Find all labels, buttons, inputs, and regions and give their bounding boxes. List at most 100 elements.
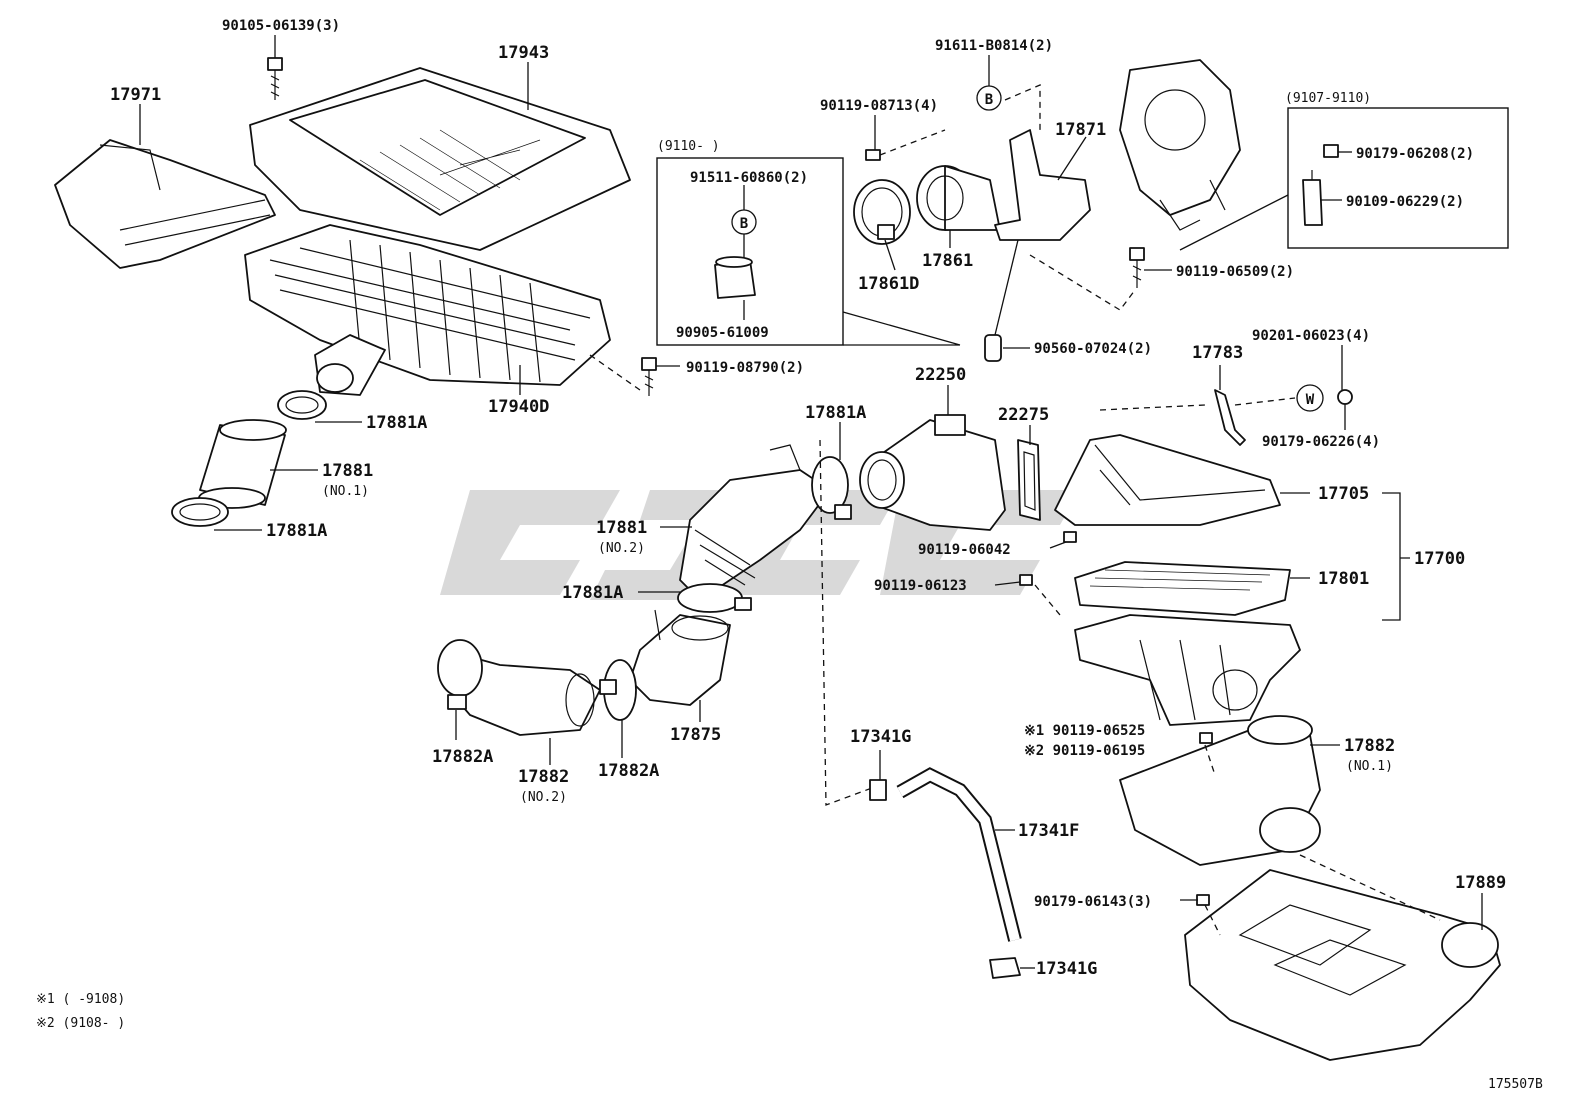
label-90109-06229: 90109-06229(2) [1346,194,1464,210]
label-90560-07024: 90560-07024(2) [1034,341,1152,357]
label-22275: 22275 [998,405,1049,425]
label-9110-range: (9110- ) [657,139,720,154]
clamp-17882a-right [599,659,637,721]
label-17881a-3: 17881A [805,403,866,423]
label-91511-60860: 91511-60860(2) [690,170,808,186]
label-17700: 17700 [1414,549,1465,569]
label-17341g-1: 17341G [850,727,911,747]
bolt-90119-06525 [1199,732,1213,744]
clip-17341g-lower [989,957,1021,979]
air-duct-17971 [54,139,276,269]
label-17881-1: 17881 [322,461,373,481]
gasket-22275 [1017,439,1041,521]
callout-w-text: W [1306,392,1315,408]
intercooler-cover-17943 [249,67,631,251]
label-91611-b0814: 91611-B0814(2) [935,38,1053,54]
label-17882-2: 17882 [518,767,569,787]
label-17940d: 17940D [488,397,549,417]
label-90119-06042: 90119-06042 [918,542,1011,558]
label-90179-06143: 90179-06143(3) [1034,894,1152,910]
clamp-17881a-mid [677,583,752,613]
callout-circle-w: W [1296,384,1324,412]
inset-box-9107-9110 [1179,107,1509,251]
label-17881a-1: 17881A [366,413,427,433]
label-17881-no1: (NO.1) [322,484,369,499]
footnote-1: ※1 ( -9108) [36,992,125,1007]
throttle-body [1119,59,1241,231]
label-90119-06509: 90119-06509(2) [1176,264,1294,280]
label-17801: 17801 [1318,569,1369,589]
label-17882-1: 17882 [1344,736,1395,756]
label-17882-no2: (NO.2) [520,790,567,805]
callout-b-inset-text: B [740,216,748,232]
clamp-17882a-left [447,694,467,710]
label-17705: 17705 [1318,484,1369,504]
label-17861: 17861 [922,251,973,271]
nut-90179-06226 [1337,389,1353,405]
air-cleaner-case [1074,614,1301,726]
bolt-90119-06123 [1019,574,1033,586]
label-17889: 17889 [1455,873,1506,893]
label-17341g-2: 17341G [1036,959,1097,979]
diagram-id: 175507B [1488,1077,1543,1092]
label-90119-06525: ※1 90119-06525 [1024,723,1145,739]
hose-17341f [896,767,1022,942]
label-90179-06226: 90179-06226(4) [1262,434,1380,450]
label-17871: 17871 [1055,120,1106,140]
leader-lines [139,35,1483,969]
resonator-17889 [1184,869,1501,1061]
hose-17881-no2 [679,444,831,601]
label-90119-06123: 90119-06123 [874,578,967,594]
label-17882a-1: 17882A [432,747,493,767]
footnotes: ※1 ( -9108) ※2 (9108- ) [36,992,125,1031]
label-17881-2: 17881 [596,518,647,538]
clip-17783 [1214,389,1246,446]
label-9107-9110: (9107-9110) [1285,91,1371,106]
label-90905-61009: 90905-61009 [676,325,769,341]
callout-circle-b-inset: B [731,209,757,235]
bolt-90119-06042 [1063,531,1077,543]
footnote-2: ※2 (9108- ) [36,1016,125,1031]
bolt-90105-06139 [267,57,283,100]
part-labels: 90105-06139(3) 17943 17971 91611-B0814(2… [110,18,1506,979]
bolt-90119-08790 [641,357,657,396]
label-90119-08713: 90119-08713(4) [820,98,938,114]
hose-17882-no2 [437,639,601,736]
clamp-17881a-lower [171,497,229,527]
air-cleaner-cap-17705 [1054,434,1281,526]
label-90179-06208: 90179-06208(2) [1356,146,1474,162]
hose-17881-no1 [198,419,287,509]
air-connector-22250 [859,414,1006,531]
clamp-17861d [853,179,911,245]
label-17882-no1: (NO.1) [1346,759,1393,774]
label-17783: 17783 [1192,343,1243,363]
label-17943: 17943 [498,43,549,63]
nut-90179-06143 [1196,894,1210,906]
label-17861d: 17861D [858,274,919,294]
label-17882a-2: 17882A [598,761,659,781]
callout-circle-b-upper: B [976,85,1002,111]
grommet-90560-07024 [984,334,1002,362]
label-17875: 17875 [670,725,721,745]
label-17341f: 17341F [1018,821,1079,841]
bolt-90119-06509 [1129,247,1145,288]
inset-box-9110 [656,157,961,346]
clamp-17881a-upper [277,390,327,420]
label-90105-06139: 90105-06139(3) [222,18,340,34]
label-90119-06195: ※2 90119-06195 [1024,743,1145,759]
filter-element-17801 [1074,561,1291,616]
label-90201-06023: 90201-06023(4) [1252,328,1370,344]
label-17881a-2: 17881A [266,521,327,541]
label-17881-no2: (NO.2) [598,541,645,556]
intercooler-17940d [244,224,611,396]
callout-b-upper-text: B [985,92,993,108]
hose-17875 [629,609,731,706]
bolt-90119-08713 [865,149,881,161]
label-22250: 22250 [915,365,966,385]
bracket-17871 [994,129,1091,241]
label-17881a-4: 17881A [562,583,623,603]
airflow-meter-17861 [916,165,1001,231]
air-intake-17882-no1 [1119,715,1321,866]
label-90119-08790: 90119-08790(2) [686,360,804,376]
